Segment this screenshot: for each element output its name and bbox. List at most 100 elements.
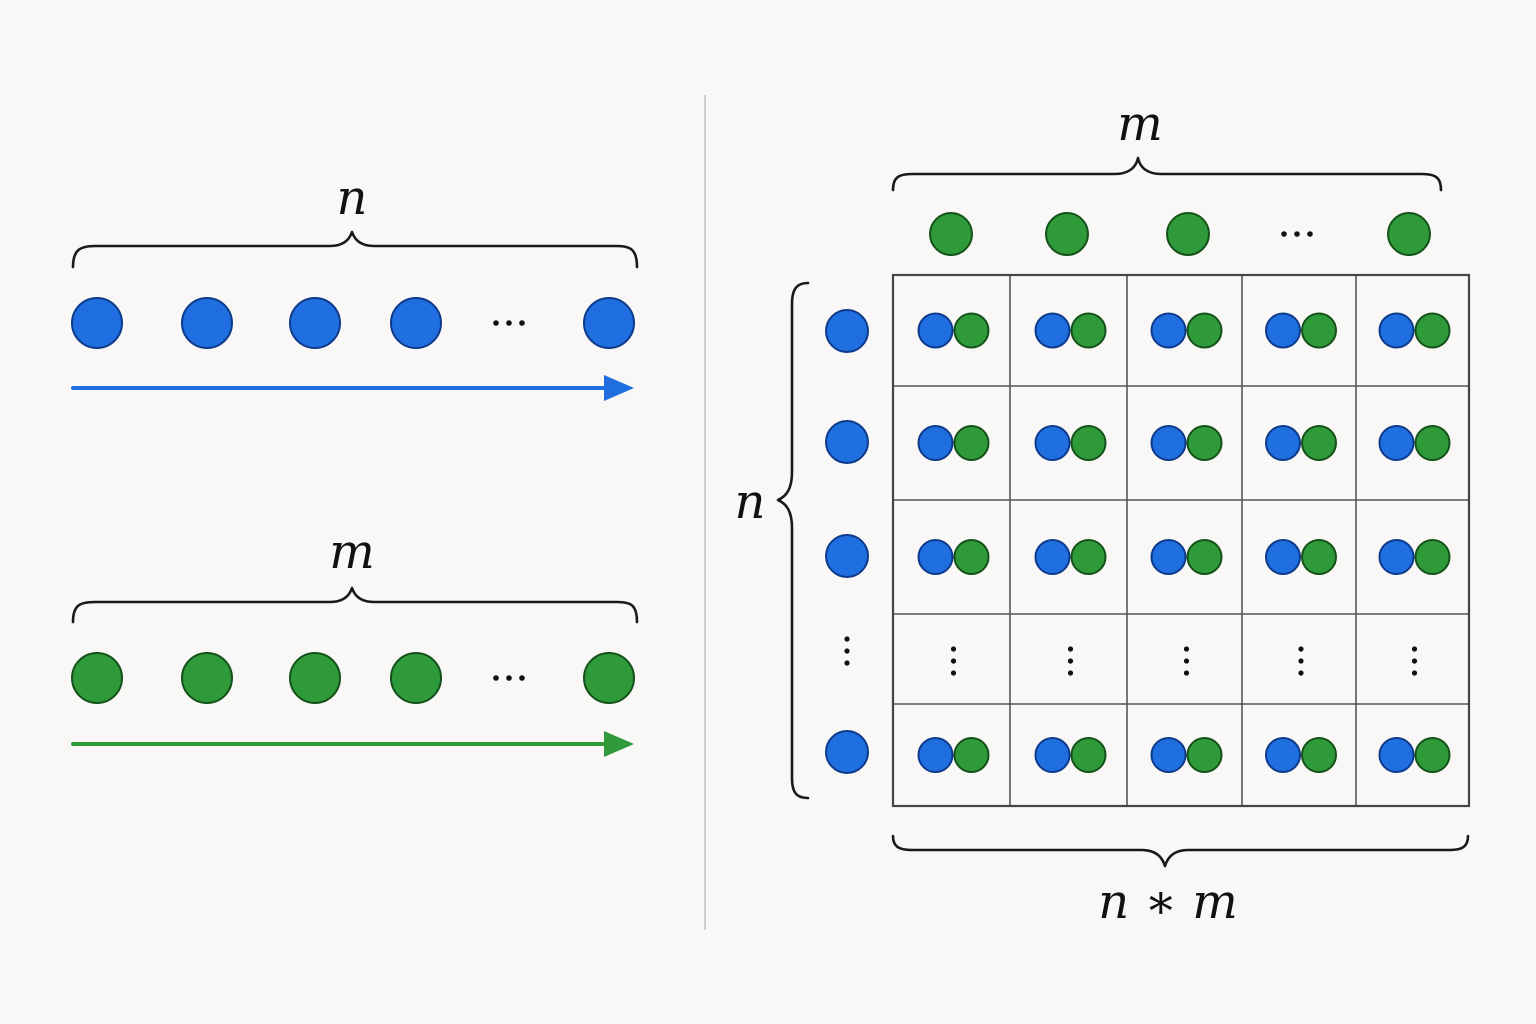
pair-green-element [1301,312,1337,349]
cell-ellipsis [1183,646,1190,676]
row-header-blue-element [825,534,869,578]
pair-blue-element [1150,737,1187,773]
pair-blue-element [1034,737,1071,773]
blue-element [71,297,123,349]
pair-blue-element [1378,539,1415,575]
pair-green-element [1414,312,1451,349]
pair-blue-element [1265,312,1301,349]
pair-green-element [1301,539,1337,575]
grid-top-label: m [1117,96,1163,152]
grid-cell-pair [1150,539,1223,575]
green-element [71,652,123,704]
green-element [181,652,233,704]
pair-green-element [1186,539,1223,575]
column-header-ellipsis [1281,231,1313,237]
pair-blue-element [1034,312,1071,349]
pair-green-element [1414,539,1451,575]
sequence-n-arrow [71,375,634,401]
column-header-green-element [1045,212,1089,256]
grid-left-label: n [735,474,766,530]
sequence-ellipsis [493,320,525,326]
pair-blue-element [917,539,954,575]
pair-green-element [1301,737,1337,773]
grid-row-headers [825,309,869,774]
grid-cell-pair [1034,539,1107,575]
cell-ellipsis [1067,646,1074,676]
pair-blue-element [1265,737,1301,773]
grid-bottom-brace [891,834,1470,868]
pair-blue-element [917,737,954,773]
grid-cells [917,312,1451,773]
cell-ellipsis [1411,646,1418,676]
grid-cell-pair [1378,425,1451,461]
grid-top-brace [891,156,1443,192]
grid-cell-pair [1034,312,1107,349]
sequence-m-elements [71,652,635,704]
pair-blue-element [1378,737,1415,773]
sequence-n-brace [71,230,639,269]
blue-element [289,297,341,349]
grid-cell-pair [917,312,990,349]
pair-green-element [953,312,990,349]
grid-lines [891,273,1471,808]
grid-cell-pair [917,539,990,575]
blue-element [390,297,442,349]
pair-green-element [1070,425,1107,461]
pair-blue-element [1034,539,1071,575]
pair-blue-element [1150,539,1187,575]
pair-blue-element [1265,425,1301,461]
pair-blue-element [1265,539,1301,575]
grid-cell-pair [1378,737,1451,773]
grid-cell-pair [1034,737,1107,773]
grid-cell-pair [917,425,990,461]
grid-cell-pair [1150,312,1223,349]
sequence-m-group: m [71,524,639,757]
pair-blue-element [1378,425,1415,461]
grid-column-headers [929,212,1431,256]
pair-green-element [1414,425,1451,461]
pair-green-element [1301,425,1337,461]
product-grid-group: m n n ∗ m [735,96,1471,930]
pair-green-element [953,539,990,575]
pair-green-element [953,737,990,773]
row-header-blue-element [825,309,869,353]
pair-green-element [1186,737,1223,773]
pair-green-element [1414,737,1451,773]
grid-cell-pair [917,737,990,773]
pair-blue-element [1034,425,1071,461]
grid-cell-pair [1265,539,1337,575]
grid-cell-pair [1265,425,1337,461]
pair-green-element [1186,425,1223,461]
sequence-m-label: m [329,524,375,580]
green-element [583,652,635,704]
grid-cell-pair [1378,539,1451,575]
pair-blue-element [1150,425,1187,461]
grid-bottom-label: n ∗ m [1098,874,1238,930]
pair-blue-element [1150,312,1187,349]
row-header-blue-element [825,730,869,774]
sequence-m-brace [71,586,639,624]
sequence-m-arrow [71,731,634,757]
column-header-green-element [929,212,973,256]
sequence-n-label: n [337,170,368,226]
pair-green-element [1070,737,1107,773]
sequence-n-group: n [71,170,639,401]
grid-cell-pair [1034,425,1107,461]
pair-green-element [1070,312,1107,349]
cell-ellipsis [1298,646,1304,676]
grid-cell-pair [1150,425,1223,461]
grid-cell-pair [1150,737,1223,773]
pair-green-element [1070,539,1107,575]
column-header-green-element [1387,212,1431,256]
grid-cell-pair [1378,312,1451,349]
pair-green-element [953,425,990,461]
row-header-blue-element [825,420,869,464]
blue-element [583,297,635,349]
blue-element [181,297,233,349]
pair-blue-element [917,425,954,461]
cell-ellipsis [950,646,957,676]
pair-blue-element [917,312,954,349]
column-header-green-element [1166,212,1210,256]
pair-green-element [1186,312,1223,349]
